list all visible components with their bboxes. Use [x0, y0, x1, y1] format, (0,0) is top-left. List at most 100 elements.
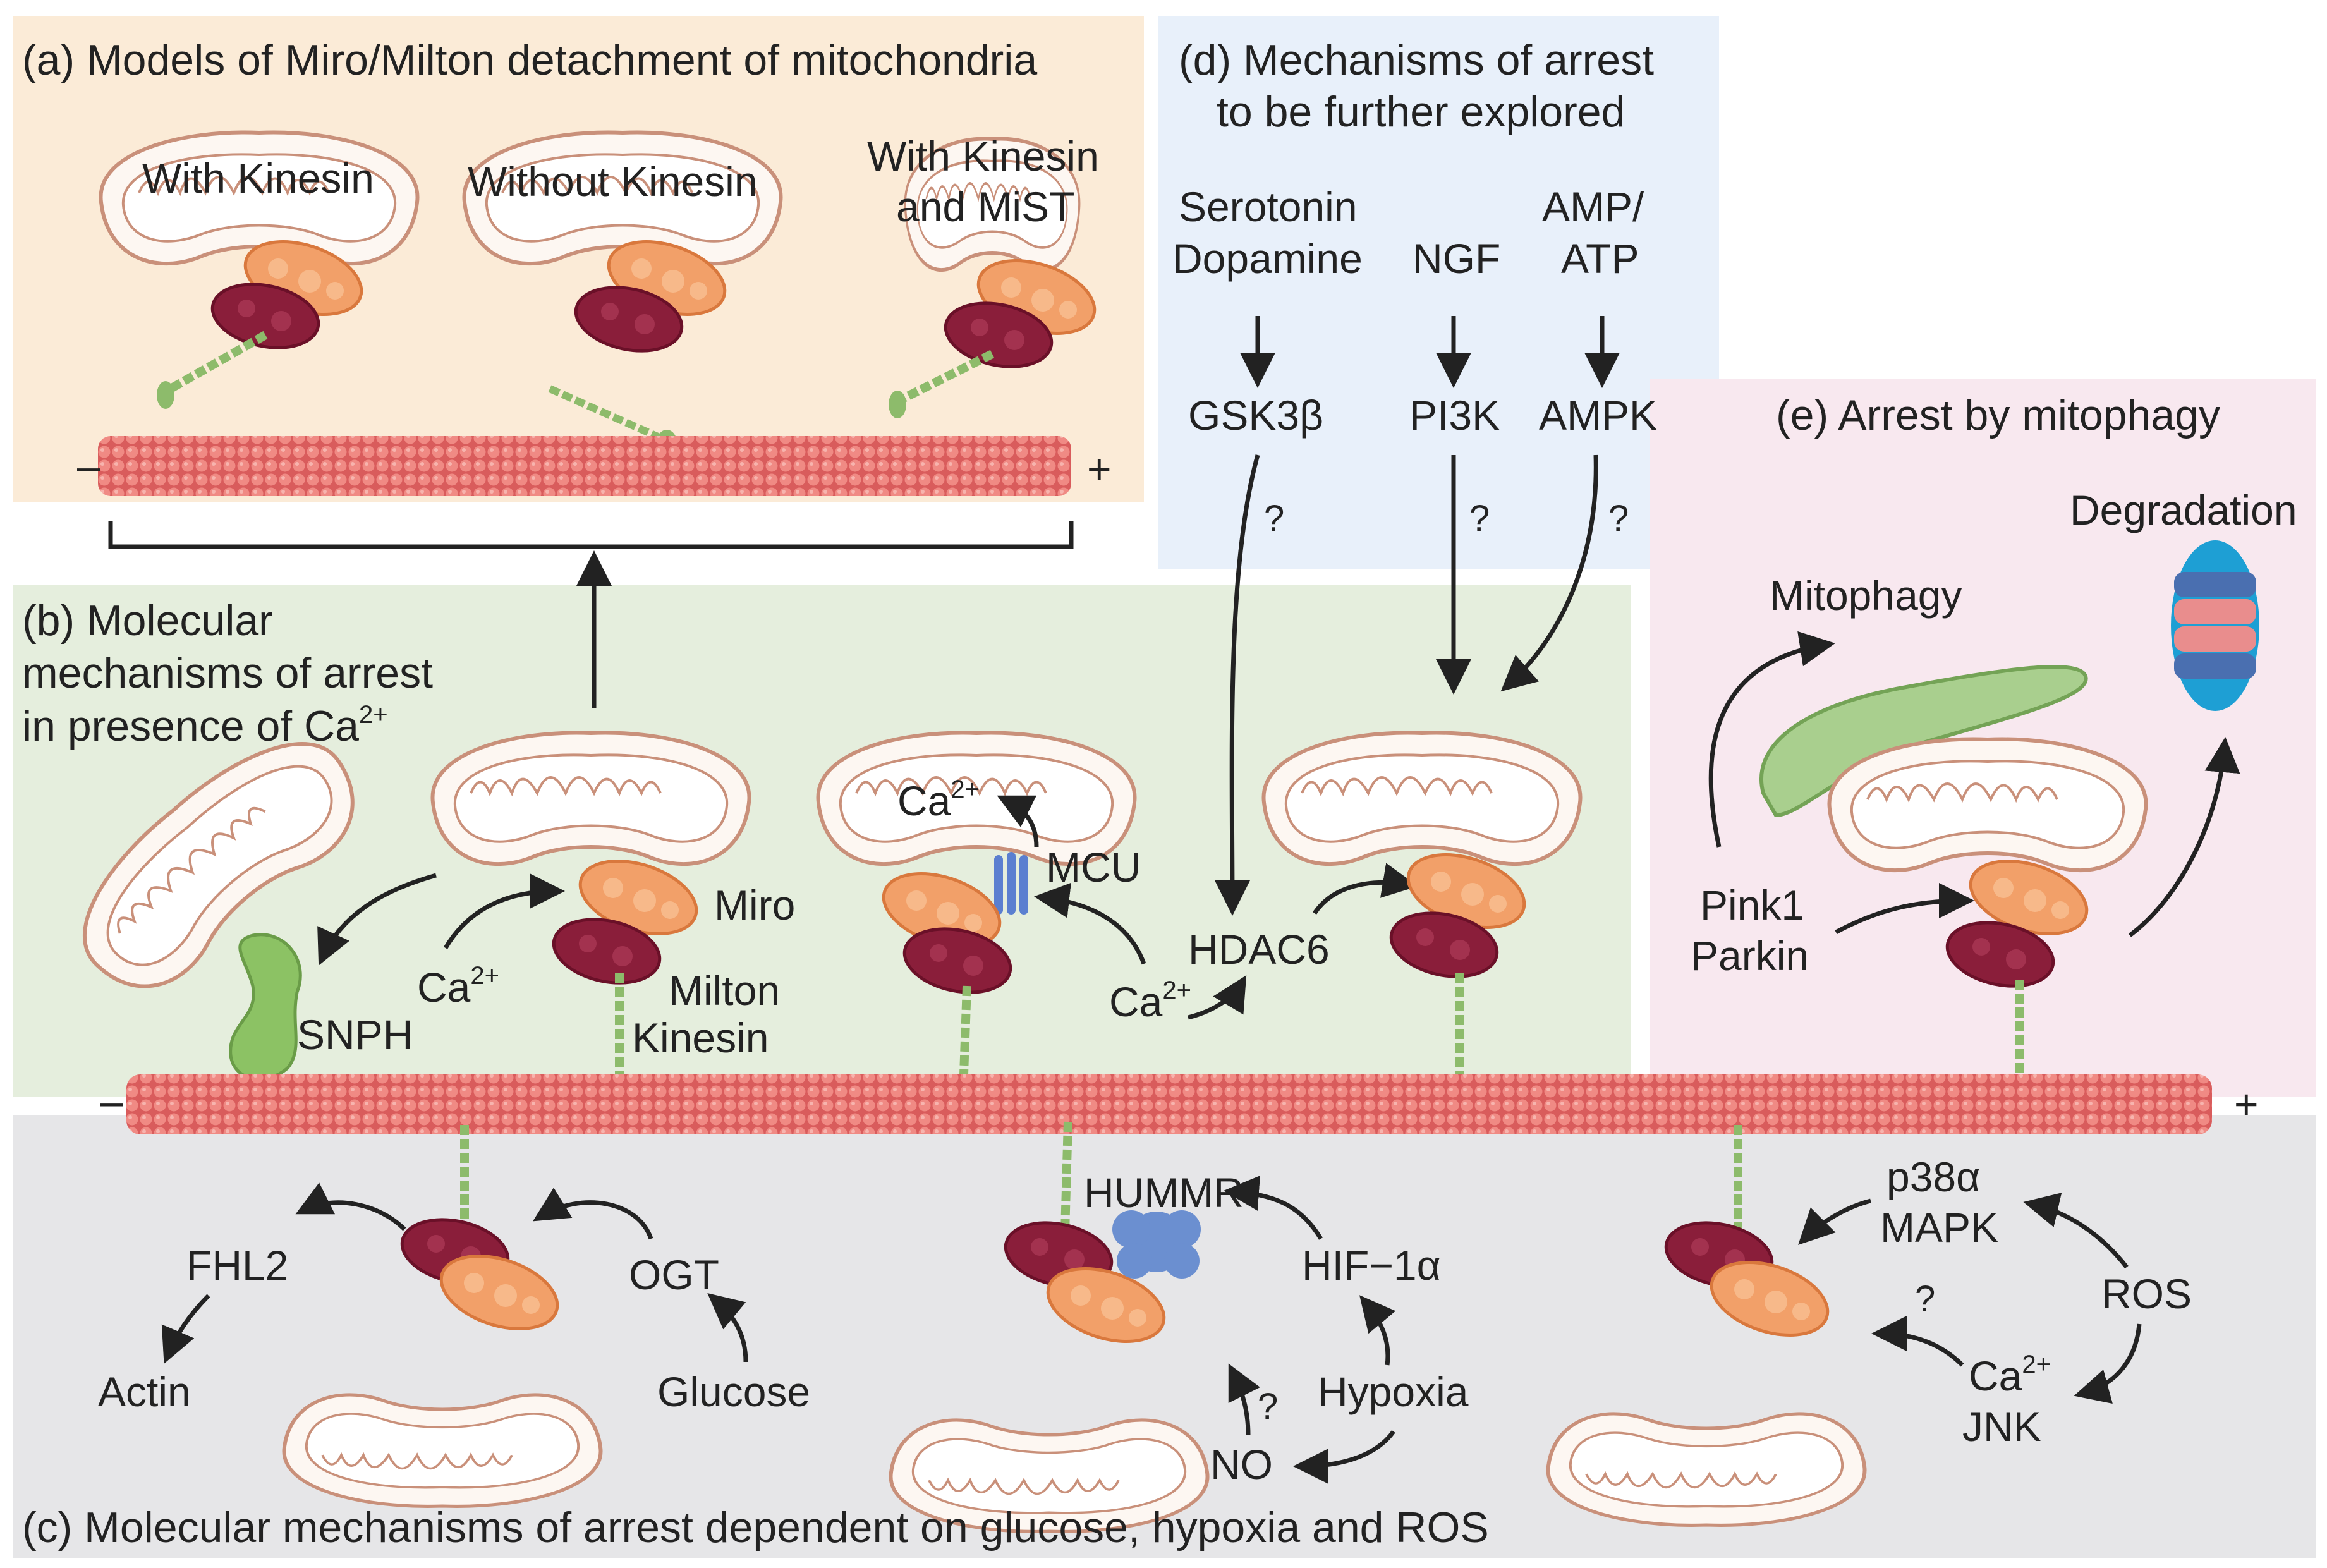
mcu-channel: [994, 852, 1028, 915]
label-pink1: Pink1: [1700, 882, 1804, 928]
label-fhl2: FHL2: [186, 1242, 288, 1289]
microtubule-a-minus: –: [77, 442, 100, 489]
label-ngf: NGF: [1413, 235, 1500, 282]
label-actin: Actin: [98, 1368, 191, 1415]
kinesin-head-a3: [889, 391, 906, 418]
label-with-kinesin-mist-2: and MiST: [896, 183, 1074, 230]
label-ampk: AMPK: [1539, 392, 1657, 439]
arrow-glucose-ogt: [707, 1293, 748, 1363]
arrow-mito-degradation: [2128, 737, 2240, 937]
label-mcu: MCU: [1046, 844, 1141, 890]
pi3k-question: ?: [1469, 498, 1490, 539]
kinesin-stalk-a1: [168, 331, 268, 393]
arrow-ros-jnk: [2074, 1323, 2142, 1404]
label-p38-2: MAPK: [1880, 1204, 1998, 1251]
panel-c-title: (c) Molecular mechanisms of arrest depen…: [22, 1504, 1489, 1552]
arrow-ca-to-miro: [443, 873, 565, 949]
microtubule-a-plus: +: [1087, 446, 1112, 492]
label-hypoxia: Hypoxia: [1318, 1368, 1469, 1415]
panel-b-title-3-wrap: in presence of Ca2+: [22, 701, 388, 750]
label-no: NO: [1210, 1441, 1273, 1488]
label-p38-1: p38α: [1887, 1153, 1980, 1200]
microtubule-main: [126, 1074, 2212, 1134]
label-miro: Miro: [714, 882, 795, 928]
panel-b-title-1: (b) Molecular: [22, 597, 273, 645]
label-ros: ROS: [2101, 1270, 2192, 1317]
label-dopamine: Dopamine: [1172, 235, 1363, 282]
label-snph: SNPH: [297, 1011, 413, 1058]
label-ca-top: Ca: [897, 777, 951, 824]
label-ogt: OGT: [629, 1251, 719, 1298]
kinesin-stalk-c2: [1060, 1121, 1072, 1233]
arrow-ampk-mito: [1500, 454, 1598, 692]
label-ca-bottom-wrap: Ca2+: [1109, 976, 1191, 1025]
arrow-parkin-to-miro: [1835, 883, 1974, 935]
arrow-hdac6-to-miro: [1313, 863, 1418, 915]
label-ca-b-sup: 2+: [470, 962, 499, 990]
microtubule-main-plus: +: [2234, 1081, 2259, 1127]
arrow-ros-p38: [2023, 1193, 2129, 1269]
arrow-milton-fhl2: [295, 1182, 406, 1231]
label-ca-jnk: Ca: [1969, 1352, 2022, 1399]
label-ca-bottom: Ca: [1109, 978, 1163, 1025]
panel-d-title-2: to be further explored: [1217, 88, 1625, 136]
label-ca-jnk-sup: 2+: [2022, 1351, 2051, 1378]
arrow-mcu-ca: [997, 795, 1039, 848]
panel-b-title-sup: 2+: [359, 701, 388, 729]
label-ca-jnk-wrap: Ca2+: [1969, 1351, 2051, 1399]
bracket-a: [108, 521, 1074, 549]
label-with-kinesin: With Kinesin: [142, 155, 374, 202]
panel-d-title-1: (d) Mechanisms of arrest: [1179, 36, 1654, 84]
panel-e-title: (e) Arrest by mitophagy: [1776, 391, 2220, 439]
hummr-protein: [1112, 1210, 1201, 1279]
label-ca-b: Ca: [417, 964, 471, 1011]
label-mitophagy: Mitophagy: [1770, 572, 1962, 619]
kinesin-stalk-a3: [901, 349, 995, 403]
label-kinesin: Kinesin: [632, 1014, 769, 1061]
ampk-question: ?: [1608, 498, 1629, 539]
label-serotonin: Serotonin: [1179, 183, 1358, 230]
arrow-hypoxia-hif: [1359, 1295, 1396, 1366]
label-jnk: JNK: [1962, 1403, 2041, 1450]
label-degradation: Degradation: [2070, 487, 2297, 533]
kinesin-stalk-a2: [548, 385, 665, 443]
arrow-hypoxia-no: [1293, 1430, 1395, 1484]
arrow-ogt-milton: [533, 1188, 653, 1240]
gsk-question: ?: [1264, 498, 1284, 539]
arrow-ca-to-mcu: [1034, 882, 1146, 965]
label-hummr: HUMMR: [1084, 1169, 1244, 1216]
arrow-fhl2-actin: [161, 1294, 210, 1364]
arrow-jnk-miro: [1871, 1316, 1964, 1367]
label-ca-top-sup: 2+: [951, 775, 980, 803]
label-gsk3b: GSK3β: [1188, 392, 1323, 439]
kinesin-stalk-b2: [959, 985, 971, 1075]
arrow-ca-to-hdac6: [1188, 975, 1247, 1020]
arrow-no-mito: [1228, 1363, 1260, 1435]
proteasome: [2171, 540, 2259, 711]
panel-a-title: (a) Models of Miro/Milton detachment of …: [22, 36, 1037, 84]
label-without-kinesin: Without Kinesin: [468, 158, 758, 205]
label-glucose: Glucose: [657, 1368, 810, 1415]
label-hif: HIF−1α: [1302, 1242, 1441, 1289]
panel-b-title-2: mechanisms of arrest: [22, 649, 433, 697]
arrow-gsk-hdac6: [1214, 454, 1260, 916]
label-amp: AMP/: [1542, 183, 1644, 230]
arrow-pink1-mitophagy: [1708, 631, 1835, 848]
label-with-kinesin-mist-1: With Kinesin: [867, 133, 1099, 179]
no-question: ?: [1258, 1386, 1278, 1427]
arrow-p38-milton: [1798, 1198, 1871, 1245]
arrow-mito-to-snph: [317, 873, 437, 966]
arrow-hif-hummr: [1224, 1176, 1323, 1240]
label-milton: Milton: [669, 967, 780, 1014]
label-ca-b-wrap: Ca2+: [417, 962, 499, 1011]
label-hdac6: HDAC6: [1188, 926, 1330, 973]
microtubule-a: [98, 436, 1071, 496]
label-ca-top-wrap: Ca2+: [897, 775, 980, 824]
label-pi3k: PI3K: [1409, 392, 1500, 439]
microtubule-main-minus: –: [100, 1078, 123, 1124]
label-ca-bottom-sup: 2+: [1162, 976, 1191, 1004]
ros-question: ?: [1915, 1279, 1935, 1320]
label-atp: ATP: [1561, 235, 1639, 282]
label-parkin: Parkin: [1691, 932, 1809, 979]
